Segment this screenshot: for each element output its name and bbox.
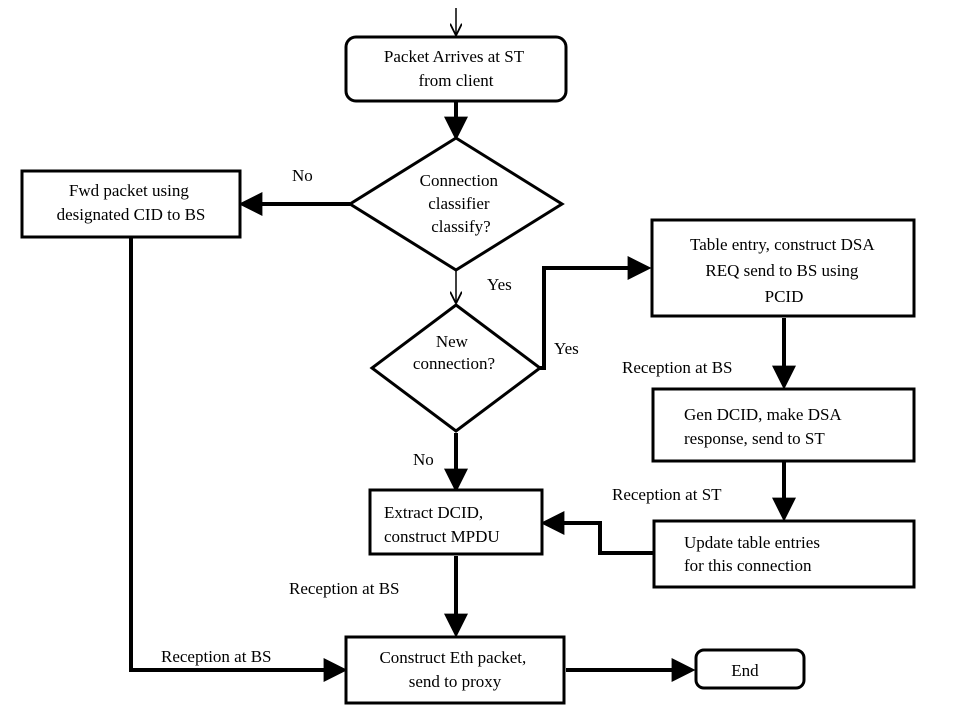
label-reception-at-bs-2: Reception at BS [289,579,399,598]
label-classifier-yes: Yes [487,275,512,294]
node-construct-eth-text: Construct Eth packet, send to proxy [379,648,530,691]
node-fwd-packet-text: Fwd packet using designated CID to BS [57,181,206,224]
node-extract-dcid: Extract DCID, construct MPDU [368,488,544,556]
node-construct-eth: Construct Eth packet, send to proxy [344,635,566,705]
label-reception-at-bs-1: Reception at BS [622,358,732,377]
label-classifier-no: No [292,166,313,185]
node-table-entry-text: Table entry, construct DSA REQ send to B… [690,235,878,306]
node-table-entry: Table entry, construct DSA REQ send to B… [650,218,916,318]
node-packet-arrives-text: Packet Arrives at ST from client [384,47,528,90]
decision-new-connection-text: New connection? [413,332,495,373]
node-packet-arrives: Packet Arrives at ST from client [344,35,568,103]
decision-classifier: Connection classifier classify? [347,136,565,272]
label-new-connection-no: No [413,450,434,469]
label-new-connection-yes: Yes [554,339,579,358]
node-update-table-text: Update table entries for this connection [684,533,824,575]
node-gen-dcid: Gen DCID, make DSA response, send to ST [651,387,916,463]
label-reception-at-bs-3: Reception at BS [161,647,271,666]
edge-update-to-extract [540,511,654,555]
node-end-text: End [731,661,759,680]
edge-fwd-to-construct [129,238,348,682]
label-reception-at-st: Reception at ST [612,485,722,504]
node-gen-dcid-text: Gen DCID, make DSA response, send to ST [684,405,845,448]
node-extract-dcid-text: Extract DCID, construct MPDU [384,503,500,546]
decision-new-connection: New connection? [369,303,543,433]
node-update-table: Update table entries for this connection [652,519,916,589]
node-fwd-packet: Fwd packet using designated CID to BS [20,169,242,239]
node-end: End [694,648,806,690]
decision-classifier-text: Connection classifier classify? [420,171,503,236]
